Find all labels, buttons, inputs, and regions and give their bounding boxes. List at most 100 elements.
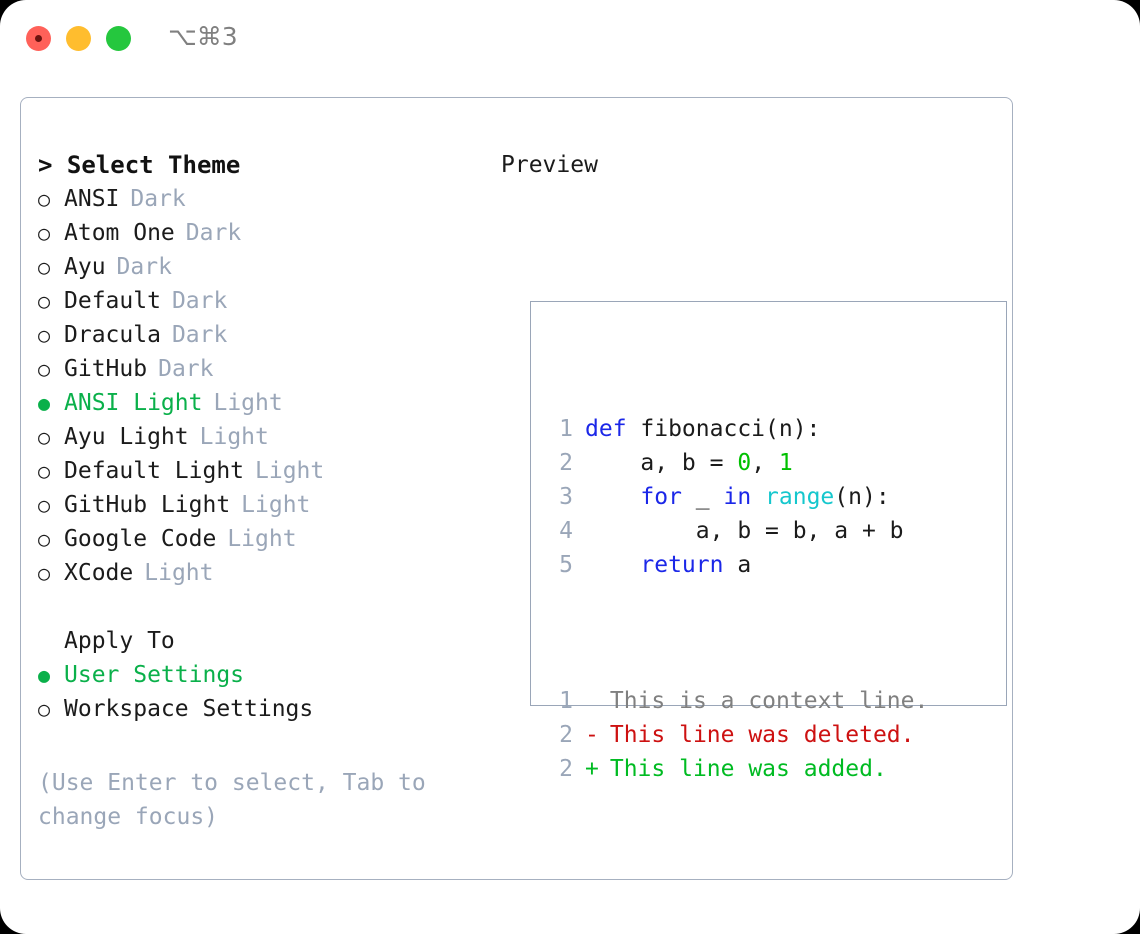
keyboard-hint: (Use Enter to select, Tab to change focu…: [38, 770, 440, 830]
theme-name: ANSI Light: [64, 390, 203, 416]
code-token: in: [723, 484, 752, 510]
apply-to-label: Workspace Settings: [64, 696, 314, 722]
code-line: 5 return a: [547, 548, 928, 582]
theme-name: Ayu: [64, 254, 106, 280]
hint-gap: [38, 726, 478, 766]
radio-unselected-icon[interactable]: ○: [38, 187, 51, 211]
diff-line: 2+ This line was added.: [547, 752, 928, 786]
maximize-window-button[interactable]: [106, 26, 131, 51]
line-number: 4: [559, 518, 573, 544]
diff-line: 1 This is a context line.: [547, 684, 928, 718]
diff-text: This line was deleted.: [609, 722, 915, 748]
theme-list-item[interactable]: ○ Google Code Light: [38, 522, 478, 556]
theme-variant: Dark: [171, 288, 228, 314]
code-token: a: [723, 552, 752, 578]
code-line: 4 a, b = b, a + b: [547, 514, 928, 548]
diff-gap: [596, 722, 610, 748]
code-token: def: [585, 416, 641, 442]
code-token: 0: [737, 450, 752, 476]
diff-text: This is a context line.: [609, 688, 929, 714]
theme-name: ANSI: [64, 186, 120, 212]
theme-variant: Light: [199, 424, 269, 450]
code-token: [751, 484, 765, 510]
close-window-button[interactable]: [26, 26, 51, 51]
radio-unselected-icon[interactable]: ○: [38, 697, 51, 721]
diff-text: This line was added.: [609, 756, 887, 782]
theme-list-item[interactable]: ● ANSI Light Light: [38, 386, 478, 420]
code-token: (n):: [834, 484, 890, 510]
list-gap: [38, 590, 478, 624]
minimize-window-button[interactable]: [66, 26, 91, 51]
theme-name: Ayu Light: [64, 424, 189, 450]
apply-to-item[interactable]: ● User Settings: [38, 658, 478, 692]
diff-sign: [585, 684, 596, 718]
radio-unselected-icon[interactable]: ○: [38, 493, 51, 517]
theme-list-item[interactable]: ○ Ayu Light Light: [38, 420, 478, 454]
theme-name: XCode: [64, 560, 134, 586]
theme-name: Atom One: [64, 220, 175, 246]
theme-name: GitHub: [64, 356, 148, 382]
theme-variant: Light: [213, 390, 283, 416]
theme-list-item[interactable]: ○ Default Light Light: [38, 454, 478, 488]
line-number: 5: [559, 552, 573, 578]
theme-list-item[interactable]: ○ XCode Light: [38, 556, 478, 590]
keyboard-shortcut-label: ⌥⌘3: [168, 22, 238, 51]
code-line: 2 a, b = 0, 1: [547, 446, 928, 480]
apply-to-label: User Settings: [64, 662, 245, 688]
code-line: 3 for _ in range(n):: [547, 480, 928, 514]
theme-variant: Light: [227, 526, 297, 552]
radio-selected-icon[interactable]: ●: [38, 663, 51, 687]
radio-unselected-icon[interactable]: ○: [38, 323, 51, 347]
code-token: a, b = b, a + b: [585, 518, 904, 544]
apply-to-item[interactable]: ○ Workspace Settings: [38, 692, 478, 726]
radio-unselected-icon[interactable]: ○: [38, 255, 51, 279]
theme-variant: Light: [255, 458, 325, 484]
radio-selected-icon[interactable]: ●: [38, 391, 51, 415]
diff-line: 2- This line was deleted.: [547, 718, 928, 752]
theme-name: Default Light: [64, 458, 245, 484]
code-token: ,: [751, 450, 779, 476]
line-number: 1: [559, 688, 573, 714]
diff-block: 1 This is a context line.2- This line wa…: [547, 684, 928, 786]
code-token: [585, 552, 640, 578]
radio-unselected-icon[interactable]: ○: [38, 289, 51, 313]
apply-to-title: Apply To: [64, 628, 175, 654]
diff-sign: +: [585, 756, 599, 782]
radio-unselected-icon[interactable]: ○: [38, 221, 51, 245]
theme-variant: Light: [144, 560, 214, 586]
radio-unselected-icon[interactable]: ○: [38, 357, 51, 381]
apply-to-list: ● User Settings ○ Workspace Settings: [38, 658, 478, 726]
diff-sign: -: [585, 722, 599, 748]
preview-title: Preview: [501, 152, 598, 178]
theme-name: Default: [64, 288, 161, 314]
radio-unselected-icon[interactable]: ○: [38, 561, 51, 585]
theme-name: Dracula: [64, 322, 161, 348]
title-bar: ⌥⌘3: [0, 0, 1140, 78]
code-token: _: [681, 484, 724, 510]
line-number: 2: [559, 722, 573, 748]
theme-list-item[interactable]: ○ Default Dark: [38, 284, 478, 318]
code-token: range: [765, 484, 835, 510]
line-number: 3: [559, 484, 573, 510]
theme-list-item[interactable]: ○ GitHub Dark: [38, 352, 478, 386]
theme-name: GitHub Light: [64, 492, 231, 518]
code-token: a, b =: [585, 450, 738, 476]
radio-unselected-icon[interactable]: ○: [38, 425, 51, 449]
code-token: fibonacci(n):: [640, 416, 821, 442]
theme-name: Google Code: [64, 526, 217, 552]
radio-unselected-icon[interactable]: ○: [38, 527, 51, 551]
theme-variant: Dark: [158, 356, 214, 382]
radio-unselected-icon[interactable]: ○: [38, 459, 51, 483]
